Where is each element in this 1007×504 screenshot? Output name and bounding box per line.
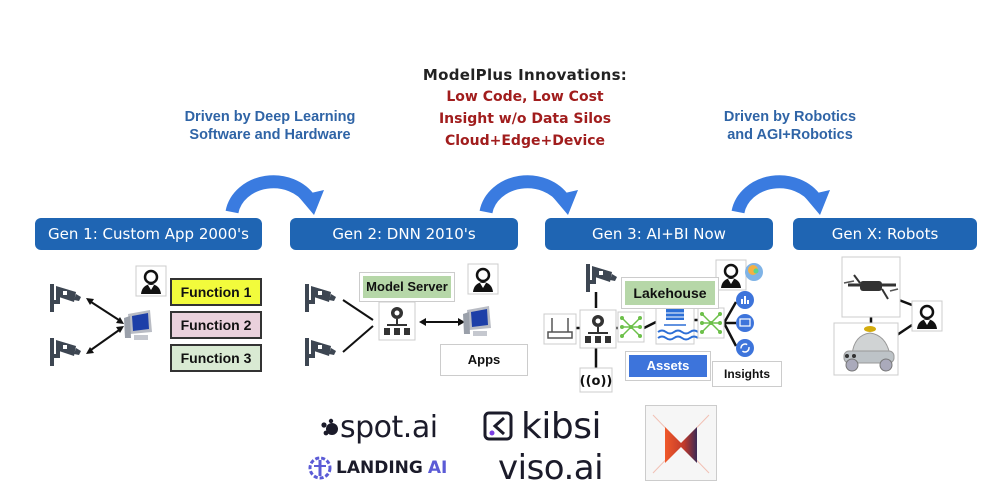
kibsi-wordmark: kibsi	[521, 405, 601, 447]
lakehouse-label: Lakehouse	[621, 277, 719, 309]
innovations-block: ModelPlus Innovations: Low Code, Low Cos…	[390, 66, 660, 152]
curved-arrow-icon	[479, 175, 578, 215]
bidirectional-arrow-icon	[342, 299, 461, 353]
router-icon	[543, 313, 577, 345]
logo-landing-ai: LANDING AI	[308, 455, 447, 481]
gen3-header: Gen 3: AI+BI Now	[545, 218, 773, 250]
driver-deep-learning: Driven by Deep Learning Software and Har…	[160, 108, 380, 144]
model-server-icon	[378, 301, 416, 341]
driver-line: Software and Hardware	[189, 127, 351, 143]
user-icon	[714, 258, 748, 292]
innovation-item: Cloud+Edge+Device	[444, 133, 606, 149]
gen1-diagram	[50, 264, 168, 366]
insights-box: Insights	[712, 361, 782, 387]
landing-ai-wordmark-ai: AI	[427, 458, 448, 478]
curved-arrow-icon	[731, 175, 830, 215]
innovation-item: Insight w/o Data Silos	[438, 111, 612, 127]
gen3-diagram: ((o))	[543, 258, 763, 393]
logo-viso-ai: viso.ai	[498, 448, 604, 488]
function-1-box: Function 1	[170, 278, 262, 306]
curved-arrow-icon	[225, 175, 324, 215]
innovations-title: ModelPlus Innovations:	[422, 66, 628, 84]
neural-network-icon	[697, 307, 725, 339]
landing-ai-logo-icon	[308, 456, 332, 480]
user-icon	[134, 264, 168, 298]
user-icon	[466, 262, 500, 296]
spot-ai-wordmark: spot.ai	[340, 409, 438, 445]
camera-icon	[305, 284, 336, 312]
camera-icon	[50, 284, 81, 312]
driver-line: Driven by Deep Learning	[184, 109, 356, 125]
ground-robot-icon	[833, 322, 899, 376]
modelplus-logo-icon	[645, 405, 717, 481]
insight-chart-icon	[736, 291, 754, 309]
wireless-sensor-icon: ((o))	[579, 367, 613, 393]
gen2-diagram	[305, 262, 500, 366]
function-3-box: Function 3	[170, 344, 262, 372]
camera-icon	[586, 264, 617, 292]
svg-text:((o)): ((o))	[580, 374, 613, 389]
insight-refresh-icon	[736, 339, 754, 357]
drone-icon	[841, 256, 901, 318]
kibsi-logo-icon	[483, 411, 513, 441]
gen2-header: Gen 2: DNN 2010's	[290, 218, 518, 250]
viso-ai-wordmark: viso.ai	[498, 448, 604, 488]
landing-ai-wordmark: LANDING	[336, 458, 423, 478]
driver-robotics: Driven by Robotics and AGI+Robotics	[690, 108, 890, 144]
logo-kibsi: kibsi	[483, 405, 601, 447]
driver-line: Driven by Robotics	[723, 109, 857, 125]
computer-icon	[463, 306, 491, 336]
computer-icon	[124, 310, 152, 340]
camera-icon	[305, 338, 336, 366]
camera-icon	[50, 338, 81, 366]
genx-header: Gen X: Robots	[793, 218, 977, 250]
apps-box: Apps	[440, 344, 528, 376]
spot-ai-logo-icon	[321, 418, 338, 436]
bidirectional-arrow-icon	[87, 299, 123, 353]
gen1-header: Gen 1: Custom App 2000's	[35, 218, 262, 250]
user-icon	[910, 299, 944, 333]
neural-network-icon	[617, 311, 645, 343]
genx-diagram	[833, 256, 944, 376]
innovation-item: Low Code, Low Cost	[446, 89, 604, 105]
assets-box: Assets	[625, 351, 711, 381]
function-2-box: Function 2	[170, 311, 262, 339]
insight-dashboard-icon	[736, 314, 754, 332]
logo-spot-ai: spot.ai	[320, 409, 438, 445]
model-server-label: Model Server	[359, 272, 455, 302]
brain-icon	[745, 263, 763, 281]
edge-hub-icon	[579, 309, 617, 349]
driver-line: and AGI+Robotics	[727, 127, 853, 143]
